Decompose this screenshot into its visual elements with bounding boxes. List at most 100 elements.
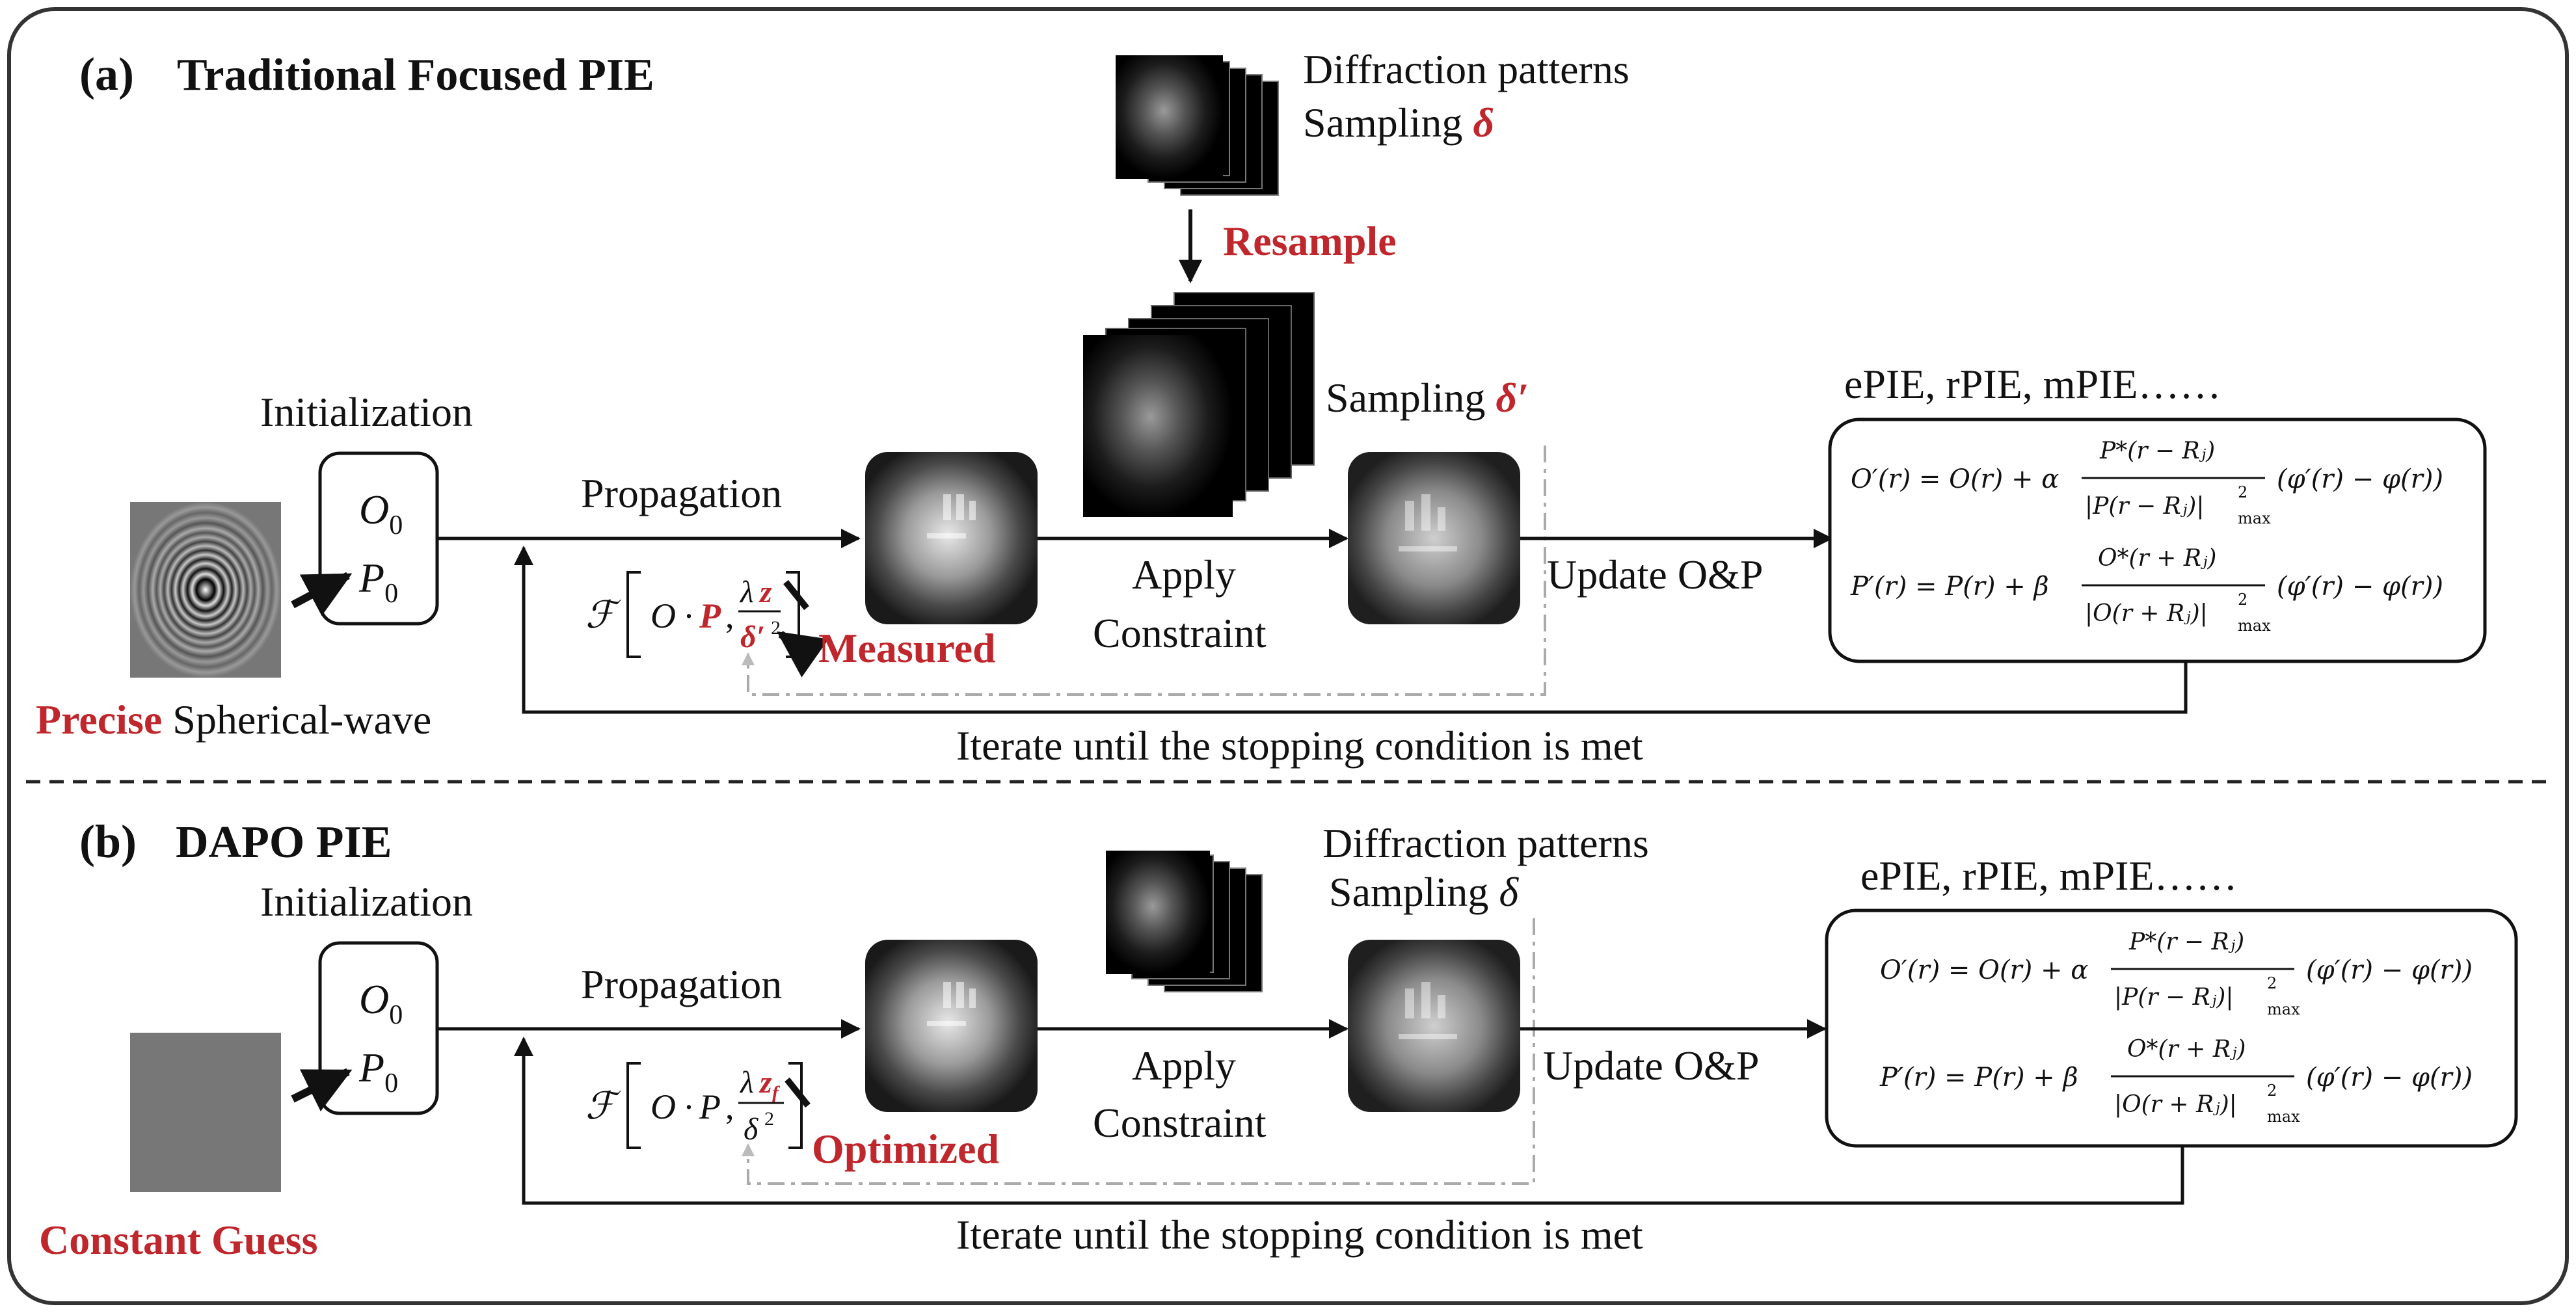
constraint-label-a: Constraint [1093,610,1267,656]
svg-text:z: z [758,575,772,609]
o0-b: O0 [359,976,403,1030]
svg-text:,: , [725,596,734,635]
panel-a: (a) Traditional Focused PIE Diffraction … [36,46,2487,769]
svg-text:P*(r − Rⱼ): P*(r − Rⱼ) [2099,438,2215,464]
diffraction-title-a: Diffraction patterns [1303,46,1630,92]
resampled-stack [1083,292,1315,517]
svg-text:2: 2 [771,617,781,639]
svg-text:(φ′(r) − φ(r)): (φ′(r) − φ(r)) [2277,572,2443,602]
svg-text:|P(r − Rⱼ)|: |P(r − Rⱼ)| [2114,984,2233,1011]
svg-text:O*(r + Rⱼ): O*(r + Rⱼ) [2098,545,2216,572]
svg-text:(φ′(r) − φ(r)): (φ′(r) − φ(r)) [2306,955,2473,985]
z-pointer-a [783,579,809,611]
panel-a-label: (a) [79,48,134,100]
resample-label: Resample [1223,218,1397,264]
svg-text:P′(r) = P(r) + β: P′(r) = P(r) + β [1850,572,2049,602]
constant-guess-image [130,1033,281,1192]
constraint-label-b: Constraint [1093,1100,1267,1146]
svg-text:δ′: δ′ [740,620,765,654]
algorithms-label-a: ePIE, rPIE, mPIE…… [1844,361,2221,407]
svg-text:max: max [2238,617,2271,635]
z-pointer-b [785,1077,811,1108]
svg-text:O′(r) = O(r) + α: O′(r) = O(r) + α [1851,464,2059,494]
measured-label: Measured [818,625,996,671]
svg-text:|O(r + Rⱼ)|: |O(r + Rⱼ)| [2114,1091,2237,1118]
svg-text:·: · [683,596,695,635]
initialization-label-b: Initialization [260,879,473,925]
feedback-dashed-a [742,445,1546,696]
propagation-label-a: Propagation [581,470,782,516]
svg-text:|P(r − Rⱼ)|: |P(r − Rⱼ)| [2085,493,2204,520]
diffraction-title-b: Diffraction patterns [1322,820,1649,866]
propagation-formula-a: ℱ O · P , λ z δ′ 2 [585,571,800,658]
svg-text:ℱ: ℱ [585,1085,621,1127]
svg-text:(φ′(r) − φ(r)): (φ′(r) − φ(r)) [2306,1063,2473,1093]
svg-text:ℱ: ℱ [585,594,621,636]
panel-a-title: Traditional Focused PIE [177,50,654,100]
svg-text:P: P [699,1087,721,1126]
propagation-formula-b: ℱ O · P , λ zf δ 2 [585,1062,803,1149]
svg-text:O: O [651,1087,676,1126]
svg-text:P: P [699,596,721,635]
initialization-label-a: Initialization [260,389,473,435]
measured-arrow [777,631,829,678]
svg-text:O*(r + Rⱼ): O*(r + Rⱼ) [2127,1036,2246,1063]
svg-text:O′(r) = O(r) + α: O′(r) = O(r) + α [1880,955,2088,985]
svg-text:2: 2 [2238,483,2247,501]
o0-a: O0 [359,486,403,540]
constant-guess-label: Constant Guess [39,1217,318,1263]
svg-text:|O(r + Rⱼ)|: |O(r + Rⱼ)| [2085,600,2208,627]
panel-b: (b) DAPO PIE Initialization O0 P0 Consta… [39,816,2518,1263]
init-arrow-a [291,572,353,617]
update-equations-b: O′(r) = O(r) + α P*(r − Rⱼ) |P(r − Rⱼ)| … [1879,929,2473,1126]
svg-text:max: max [2267,1107,2300,1126]
panel-b-label: (b) [79,816,137,868]
svg-text:(φ′(r) − φ(r)): (φ′(r) − φ(r)) [2277,464,2443,494]
update-label-a: Update O&P [1547,551,1763,598]
svg-text:δ: δ [744,1112,758,1147]
apply-label-a: Apply [1132,551,1236,598]
apply-label-b: Apply [1132,1042,1236,1089]
equation-box-a [1828,418,2487,663]
svg-text:max: max [2267,1000,2300,1018]
iteration-loop-a [514,546,2188,714]
svg-text:P′(r) = P(r) + β: P′(r) = P(r) + β [1879,1063,2078,1093]
svg-text:2: 2 [2267,1081,2277,1100]
feedback-dashed-b [742,918,1535,1185]
diffraction-stack-b [1106,851,1263,992]
z-f-symbol: zf [758,1065,781,1104]
diffraction-stack-a [1116,55,1279,196]
spherical-wave-image [130,502,281,678]
optimized-label: Optimized [812,1126,999,1172]
panel-b-title: DAPO PIE [176,817,392,868]
svg-text:,: , [725,1087,734,1126]
p0-b: P0 [358,1044,398,1098]
algorithms-label-b: ePIE, rPIE, mPIE…… [1860,853,2238,899]
outer-frame [7,7,2569,1305]
iteration-loop-b [514,1037,2184,1205]
propagation-label-b: Propagation [581,961,782,1007]
svg-text:λ: λ [739,1065,754,1100]
update-label-b: Update O&P [1543,1042,1759,1089]
svg-text:max: max [2238,509,2271,527]
svg-text:λ: λ [739,575,754,609]
iterate-label-a: Iterate until the stopping condition is … [956,723,1643,769]
svg-text:2: 2 [2267,974,2277,992]
svg-text:P*(r − Rⱼ): P*(r − Rⱼ) [2128,929,2244,955]
iterate-label-b: Iterate until the stopping condition is … [956,1212,1643,1258]
svg-text:2: 2 [764,1108,774,1130]
svg-text:O: O [651,596,676,635]
update-equations-a: O′(r) = O(r) + α P*(r − Rⱼ) |P(r − Rⱼ)| … [1850,438,2443,635]
p0-a: P0 [358,555,398,609]
equation-box-b [1825,908,2518,1148]
svg-text:2: 2 [2238,590,2247,609]
constrained-image-a [1348,452,1520,624]
svg-text:·: · [683,1087,695,1126]
init-arrow-b [291,1068,353,1111]
constrained-image-b [1348,940,1520,1112]
